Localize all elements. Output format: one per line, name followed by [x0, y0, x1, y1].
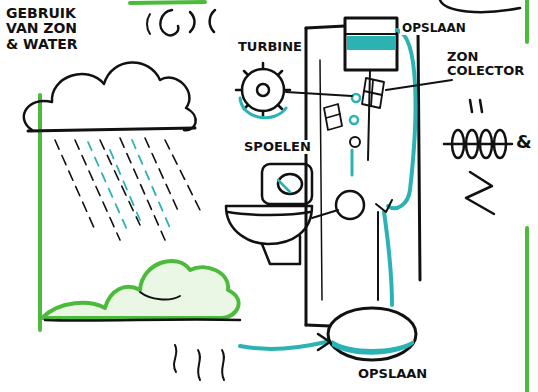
title: GEBRUIK VAN ZON & WATER	[4, 6, 90, 52]
part-label: OPSLAAN	[356, 367, 429, 381]
part-label: TURBINE	[236, 40, 304, 54]
symbol-label: &	[514, 132, 534, 152]
part-label: ZON COLECTOR	[445, 50, 535, 79]
part-label: SPOELEN	[242, 140, 313, 154]
part-label: OPSLAAN	[400, 22, 468, 35]
